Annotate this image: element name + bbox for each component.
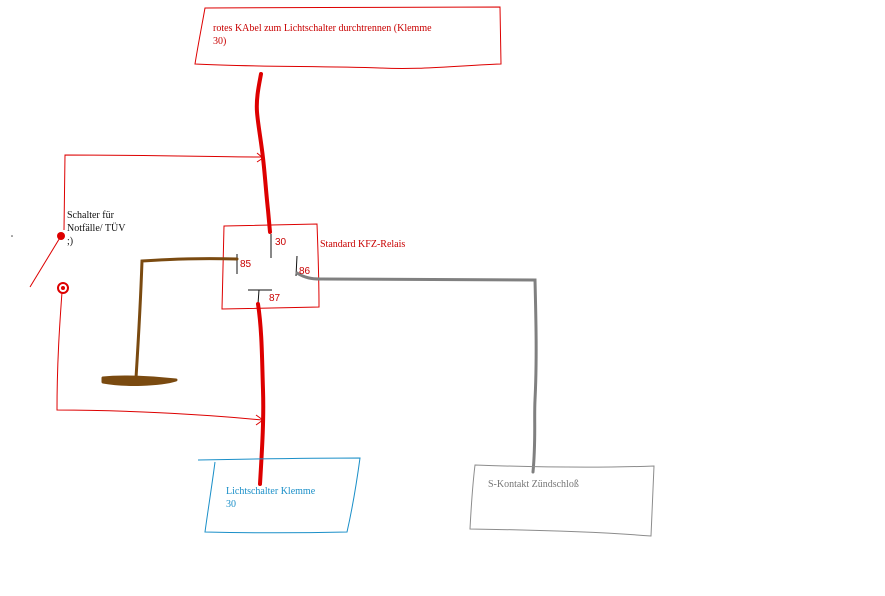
light-switch-text: Lichtschalter Klemme 30 xyxy=(226,486,316,510)
red-bypass-wire xyxy=(63,154,263,231)
red-wire-bottom xyxy=(256,302,266,486)
brown-ground-wire xyxy=(134,257,239,380)
light-switch-box xyxy=(197,457,361,534)
red-wire-top xyxy=(254,72,272,234)
top-note-text: rotes KAbel zum Lichtschalter durchtrenn… xyxy=(213,23,432,47)
switch-contact-bottom xyxy=(57,282,69,294)
red-bypass-arrow-top xyxy=(256,152,264,163)
pin-87-stub-2 xyxy=(257,289,260,305)
relay-name-label: Standard KFZ-Relais xyxy=(320,239,406,250)
switch-contact-bottom-inner xyxy=(61,286,65,290)
red-bypass-wire-bottom xyxy=(56,291,263,421)
ground-symbol xyxy=(101,375,178,386)
top-note-box xyxy=(194,6,502,70)
ignition-box xyxy=(469,464,655,537)
switch-note-text: Schalter für Notfälle/ TÜV ;) xyxy=(67,210,126,247)
ignition-text: S-Kontakt Zündschloß xyxy=(488,479,579,490)
pin-86-label: 86 xyxy=(299,266,311,277)
relay-box xyxy=(221,223,320,310)
pin-85-label: 85 xyxy=(240,259,252,270)
pin-30-label: 30 xyxy=(275,237,287,248)
gray-ignition-wire xyxy=(295,271,538,474)
stray-dot xyxy=(11,235,13,237)
switch-lever xyxy=(29,235,62,288)
pin-87-label: 87 xyxy=(269,293,281,304)
